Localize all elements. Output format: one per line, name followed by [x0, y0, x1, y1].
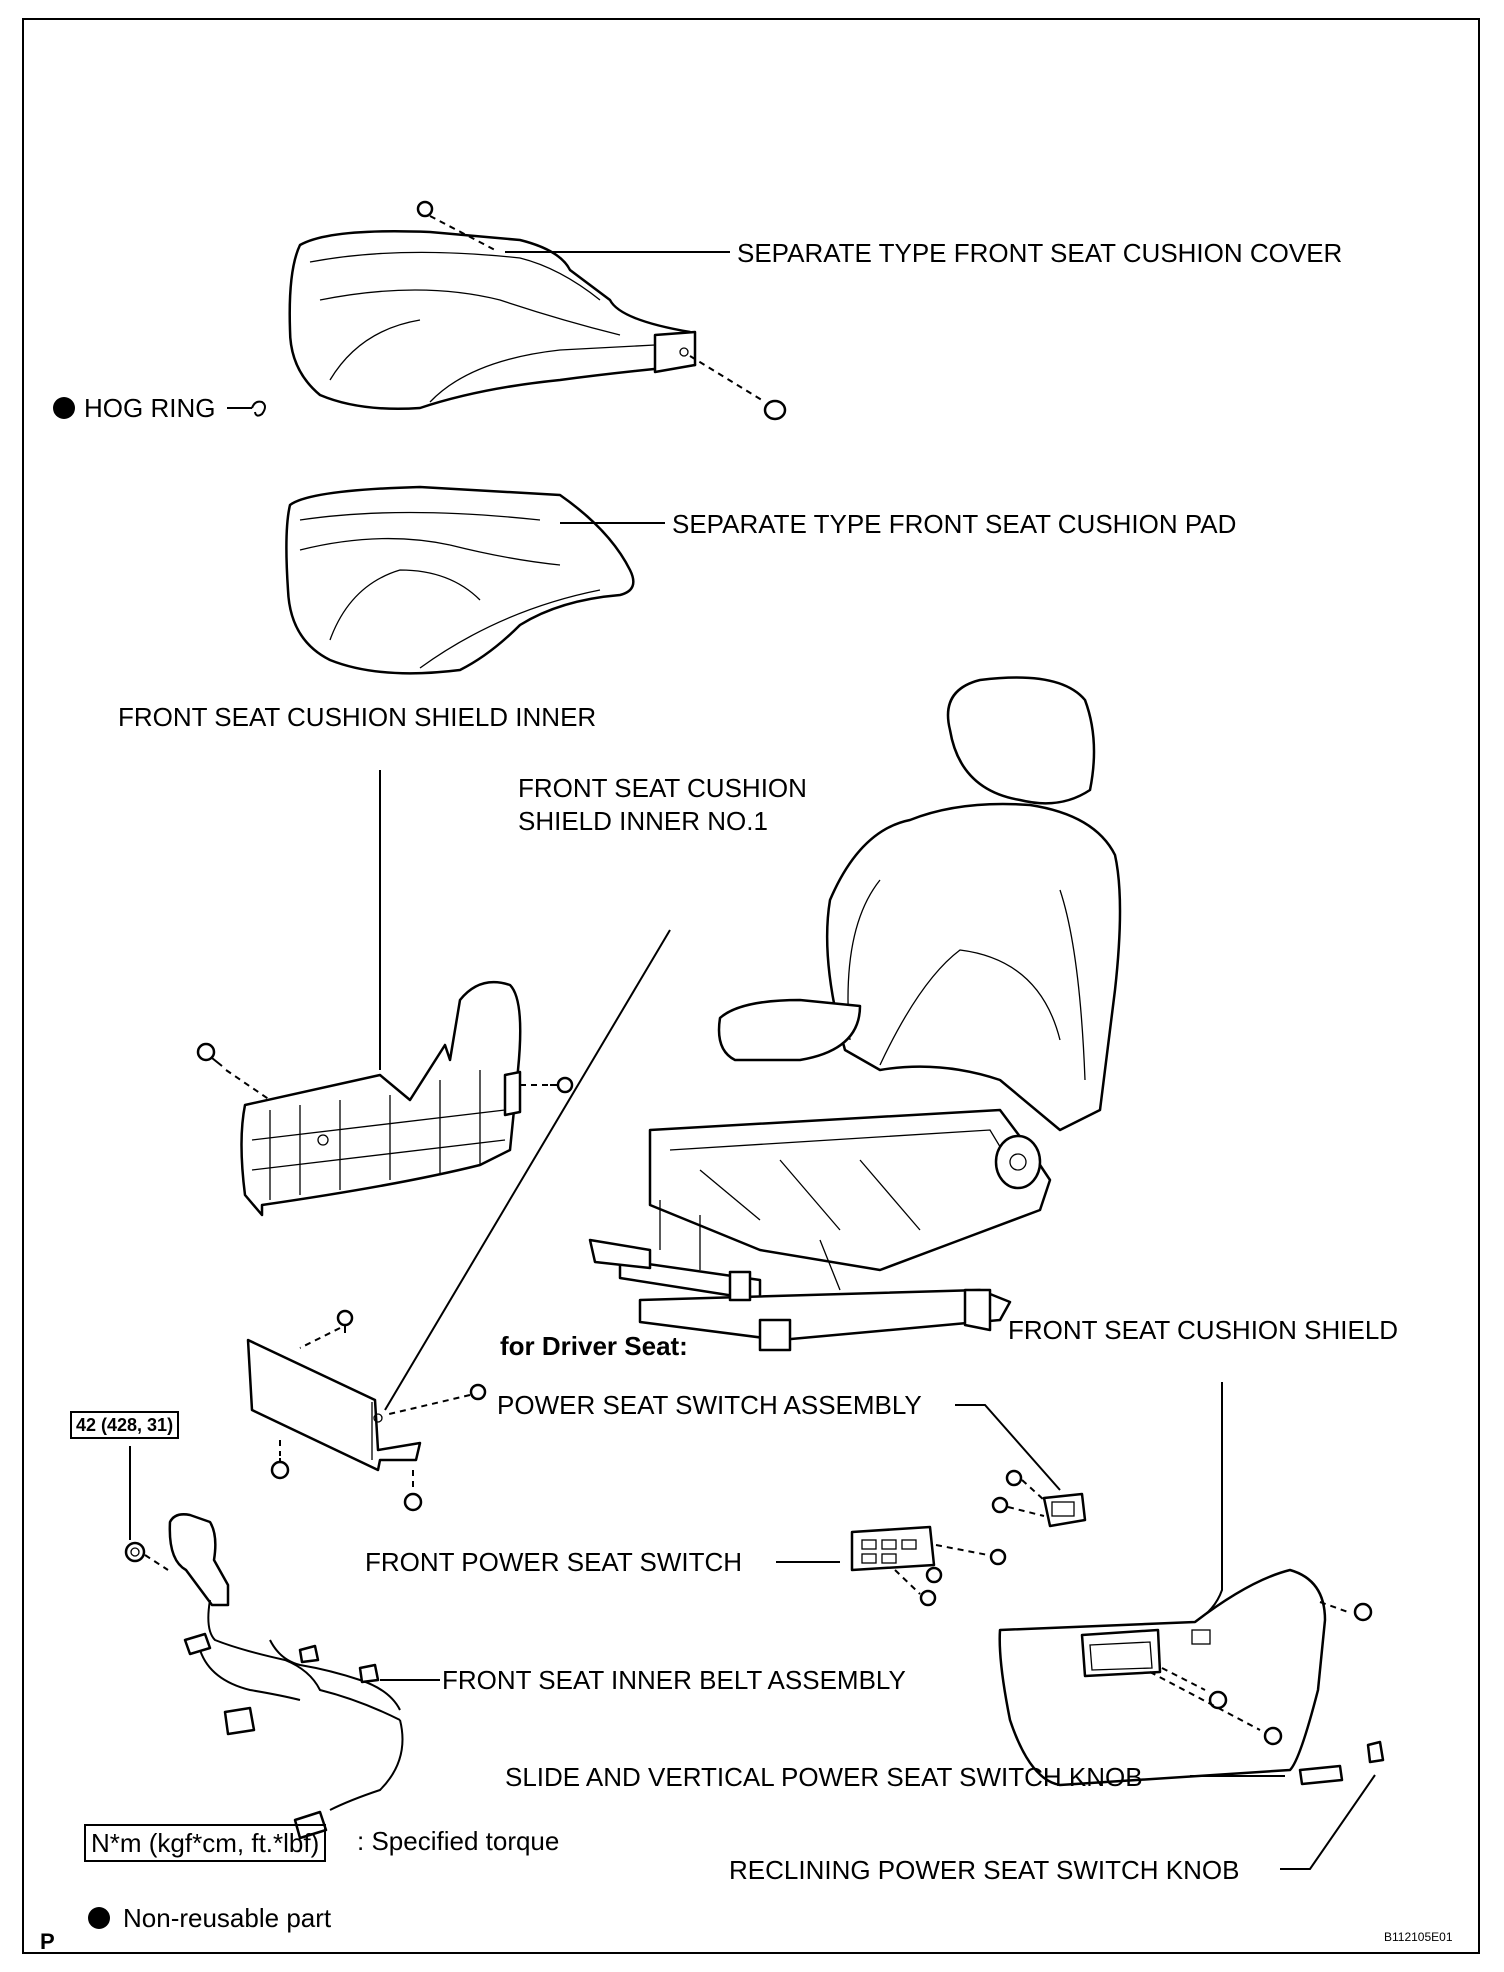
reclining-knob [1366, 1740, 1385, 1764]
seat-assembly [588, 676, 1122, 1352]
cushion-shield-inner [240, 980, 522, 1217]
legend-non-reusable: Non-reusable part [123, 1903, 332, 1933]
legend-torque-desc: : Specified torque [357, 1826, 560, 1856]
label-power-seat-switch-assembly: POWER SEAT SWITCH ASSEMBLY [497, 1390, 922, 1420]
label-front-power-seat-switch: FRONT POWER SEAT SWITCH [365, 1547, 743, 1577]
label-hog-ring: HOG RING [84, 393, 216, 423]
legend-torque-unit-box: N*m (kgf*cm, ft.*lbf) [84, 1824, 327, 1862]
label-shield-inner-no1-line1: FRONT SEAT CUSHION [518, 773, 807, 803]
power-seat-switch-assembly [1042, 1492, 1087, 1528]
seat-cushion-pad [285, 485, 635, 675]
shield-no1-screw-top [336, 1309, 354, 1333]
front-switch-screw-bottom [919, 1589, 937, 1607]
slide-vertical-knob [1298, 1764, 1344, 1786]
label-reclining-knob: RECLINING POWER SEAT SWITCH KNOB [729, 1855, 1240, 1885]
non-reusable-marker-hog-ring [53, 397, 75, 419]
label-cushion-shield: FRONT SEAT CUSHION SHIELD [1008, 1315, 1399, 1345]
shield-inner-screw-left [196, 1042, 223, 1067]
shield-no1-screw-bottom-left [270, 1458, 290, 1480]
switch-assembly-screw-top [1005, 1469, 1023, 1487]
footer-left-mark: P [40, 1929, 55, 1954]
cushion-shield-screw-bottom-left [1208, 1690, 1228, 1710]
figure-id: B112105E01 [1384, 1930, 1453, 1944]
switch-assembly-screw-bottom [991, 1496, 1009, 1514]
front-switch-screw-lower [925, 1566, 943, 1584]
shield-inner-screw-right [550, 1076, 574, 1094]
shield-no1-screw-bottom-right [403, 1492, 423, 1512]
shield-no1-screw-right [469, 1383, 487, 1401]
front-switch-screw-right [989, 1548, 1007, 1566]
label-shield-inner-no1-line2: SHIELD INNER NO.1 [518, 806, 768, 836]
label-cushion-cover: SEPARATE TYPE FRONT SEAT CUSHION COVER [737, 238, 1343, 268]
cushion-cover-fastener [763, 399, 787, 421]
label-slide-vertical-knob: SLIDE AND VERTICAL POWER SEAT SWITCH KNO… [505, 1762, 1143, 1792]
cushion-shield-screw-bottom-right [1263, 1726, 1283, 1746]
seat-cushion-cover [288, 230, 697, 411]
cushion-shield-screw-right [1353, 1602, 1373, 1622]
inner-belt-nut [124, 1541, 146, 1563]
front-power-seat-switch [850, 1525, 936, 1572]
label-for-driver-seat: for Driver Seat: [500, 1331, 688, 1361]
cushion-shield-inner-no1 [246, 1338, 422, 1472]
label-inner-belt-assembly: FRONT SEAT INNER BELT ASSEMBLY [442, 1665, 906, 1695]
label-cushion-pad: SEPARATE TYPE FRONT SEAT CUSHION PAD [672, 509, 1237, 539]
label-shield-inner: FRONT SEAT CUSHION SHIELD INNER [118, 702, 597, 732]
diagram-frame [22, 18, 1480, 1954]
torque-spec-box: 42 (428, 31) [70, 1411, 180, 1439]
cushion-cover-clip [416, 200, 434, 218]
non-reusable-legend-dot [88, 1907, 110, 1929]
